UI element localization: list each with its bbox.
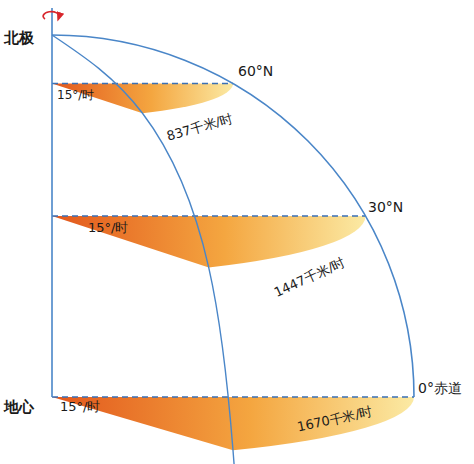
diagram-label: 0°赤道 (418, 380, 462, 396)
latitude-radius (52, 396, 414, 397)
diagram-label: 15°/时 (88, 221, 128, 236)
rotation-arrow (43, 12, 59, 19)
diagram-label: 30°N (368, 199, 403, 215)
diagram-label: 1670千米/时 (296, 405, 374, 436)
diagram-label: 1447千米/时 (272, 255, 348, 301)
latitude-radius (52, 215, 366, 216)
latitude-radius (52, 83, 233, 84)
diagram-label: 地心 (4, 399, 34, 416)
rotation-wedge (52, 216, 366, 268)
earth-axis (51, 8, 53, 397)
rotation-wedge (52, 83, 233, 113)
diagram-label: 北极 (4, 30, 34, 47)
diagram-label: 15°/时 (57, 89, 94, 103)
inner-meridian (52, 35, 235, 464)
diagram-label: 15°/时 (60, 400, 100, 415)
diagram-label: 60°N (238, 63, 273, 79)
meridian-arc (52, 35, 414, 397)
diagram-label: 837千米/时 (165, 111, 235, 144)
